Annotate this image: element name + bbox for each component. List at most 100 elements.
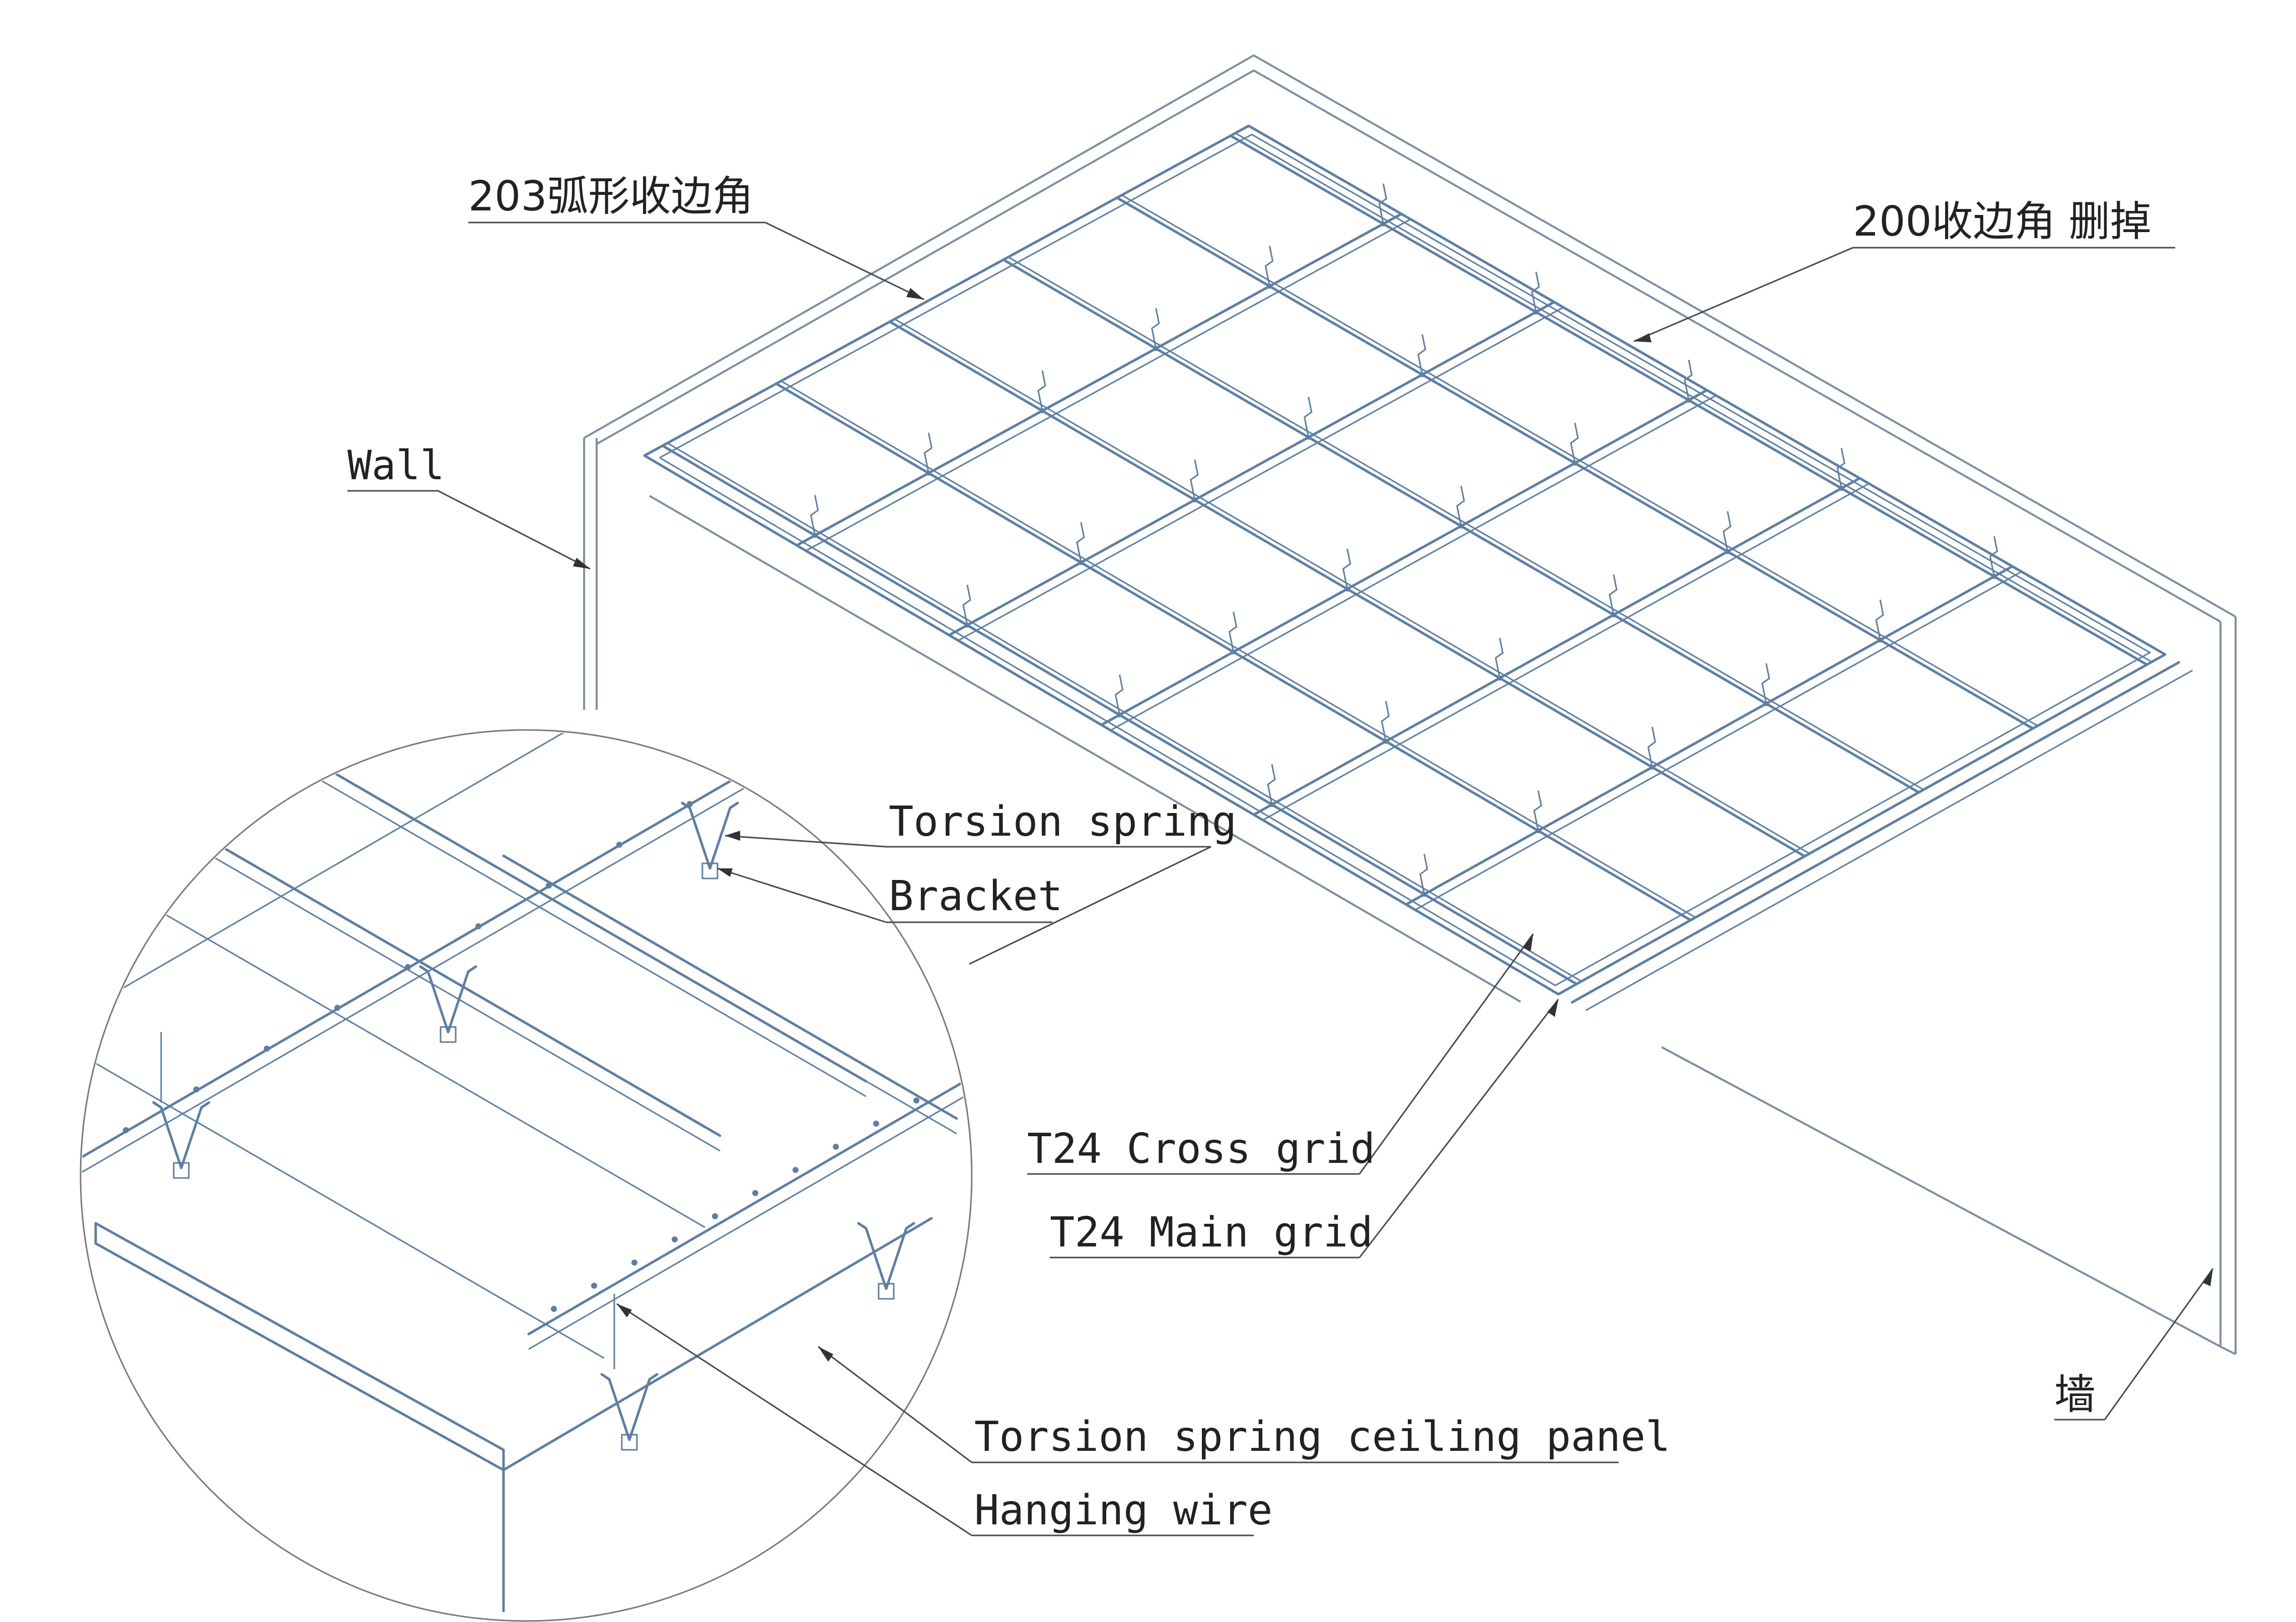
hanging-wire [1342, 548, 1351, 589]
detail-ceiling-panel [94, 1217, 933, 1612]
label-edge-trim-delete: 200收边角 删掉 [1853, 198, 2151, 246]
cross-tee-edge [1110, 395, 1716, 731]
hanging-wire [1114, 674, 1124, 715]
hanging-wire [1456, 485, 1465, 527]
detail-main-runner [82, 731, 837, 1159]
runner-slot [873, 1121, 879, 1127]
label-wall-cn: 墙 [2054, 1371, 2096, 1419]
detail-view [80, 729, 973, 1622]
torsion-spring [681, 801, 739, 870]
hanging-wire [1723, 511, 1732, 552]
hanging-wire [1761, 663, 1770, 704]
detail-bracket [173, 1162, 190, 1179]
front-edge-trim [1570, 661, 2180, 1004]
hanging-wire [1076, 522, 1085, 563]
detail-bracket [878, 1283, 895, 1300]
labels: 203弧形收边角 200收边角 删掉 Wall Torsion spring B… [347, 173, 2151, 1534]
hanging-wire [1381, 701, 1390, 742]
label-cross-grid: T24 Cross grid [1027, 1125, 1375, 1173]
runner-slot [757, 760, 763, 766]
hanging-wire [1378, 183, 1387, 225]
cross-tee [1100, 389, 1708, 726]
runner-slot [475, 923, 481, 929]
label-torsion-spring: Torsion spring [889, 798, 1237, 846]
hanging-wire [1417, 334, 1426, 375]
detail-cross-tee-edge [503, 870, 957, 1135]
hanging-wire [1533, 790, 1542, 831]
hanging-wire [1494, 637, 1504, 679]
hanging-wire [810, 495, 819, 536]
ceiling-grid [643, 124, 2193, 1011]
detail-circle-outline [80, 729, 973, 1622]
label-hanging-wire: Hanging wire [974, 1487, 1272, 1534]
runner-slot [752, 1190, 758, 1196]
cross-tee [1252, 477, 1861, 816]
runner-slot [591, 1283, 597, 1289]
detail-main-runner-edge [82, 734, 836, 1174]
detail-cross-tee-edge [115, 799, 721, 1152]
detail-runner-back [90, 731, 695, 1008]
torsion-spring [152, 1101, 210, 1169]
cross-tee-edge [1262, 483, 1870, 821]
label-bracket: Bracket [889, 872, 1063, 920]
runner-slot [793, 1167, 799, 1173]
detail-cross-tee [114, 784, 722, 1137]
cross-tee [948, 301, 1556, 637]
detail-bracket [701, 862, 719, 879]
hanging-wire [1647, 726, 1657, 768]
detail-main-runner-edge [528, 1085, 970, 1350]
runner-slot [405, 964, 411, 970]
detail-cross-tee [502, 854, 958, 1120]
runner-slot [631, 1260, 637, 1266]
label-ceiling-panel: Torsion spring ceiling panel [974, 1413, 1670, 1461]
torsion-spring [419, 965, 477, 1034]
hanging-wire [1267, 764, 1276, 805]
runner-slot [833, 1144, 839, 1150]
runner-slot [913, 1097, 919, 1103]
detail-main-runner [527, 1070, 970, 1336]
cross-tee [796, 212, 1403, 547]
runner-slot [672, 1236, 678, 1242]
hanging-wire [923, 432, 932, 474]
detail-cross-tee-edge [312, 774, 867, 1097]
runner-slot [264, 1046, 270, 1052]
runner-slot [193, 1086, 199, 1092]
runner-slot [712, 1213, 718, 1219]
runner-slot [546, 882, 552, 889]
runner-slot [616, 842, 622, 848]
cross-tee-edge [805, 218, 1411, 552]
detail-cross-back [151, 905, 705, 1228]
runner-slot [334, 1005, 340, 1011]
hanging-wire [1609, 574, 1618, 615]
wall-structure [583, 54, 2237, 1355]
hanging-wire [1836, 448, 1845, 489]
detail-bracket [440, 1026, 457, 1043]
hanging-wire [1304, 397, 1313, 437]
hanging-wire [1037, 370, 1046, 411]
perimeter-trim [643, 124, 2167, 996]
torsion-spring [600, 1373, 659, 1441]
runner-slot [551, 1306, 557, 1312]
hanging-wire [1989, 536, 1998, 577]
hanging-wire [1264, 246, 1274, 286]
cross-tee [1405, 565, 2014, 906]
perimeter-trim-inner [659, 133, 2151, 987]
runner-slot [687, 801, 693, 807]
cross-tee-edge [1414, 571, 2022, 911]
hanging-wire [962, 584, 971, 626]
label-arc-edge-trim: 203弧形收边角 [468, 173, 754, 220]
detail-bracket [621, 1434, 638, 1451]
label-wall: Wall [347, 442, 445, 489]
hanging-wire [1419, 854, 1428, 895]
torsion-spring [857, 1222, 915, 1290]
hanging-wire [1151, 308, 1160, 349]
hanging-wire [1531, 271, 1540, 313]
hanging-wire [1570, 422, 1579, 464]
hanging-wire [1190, 459, 1199, 500]
front-edge-trim-lower [1585, 670, 2193, 1011]
label-main-grid: T24 Main grid [1050, 1209, 1373, 1257]
hanging-wire [1684, 359, 1693, 401]
detail-cross-back [82, 1036, 605, 1359]
runner-slot [123, 1127, 129, 1133]
